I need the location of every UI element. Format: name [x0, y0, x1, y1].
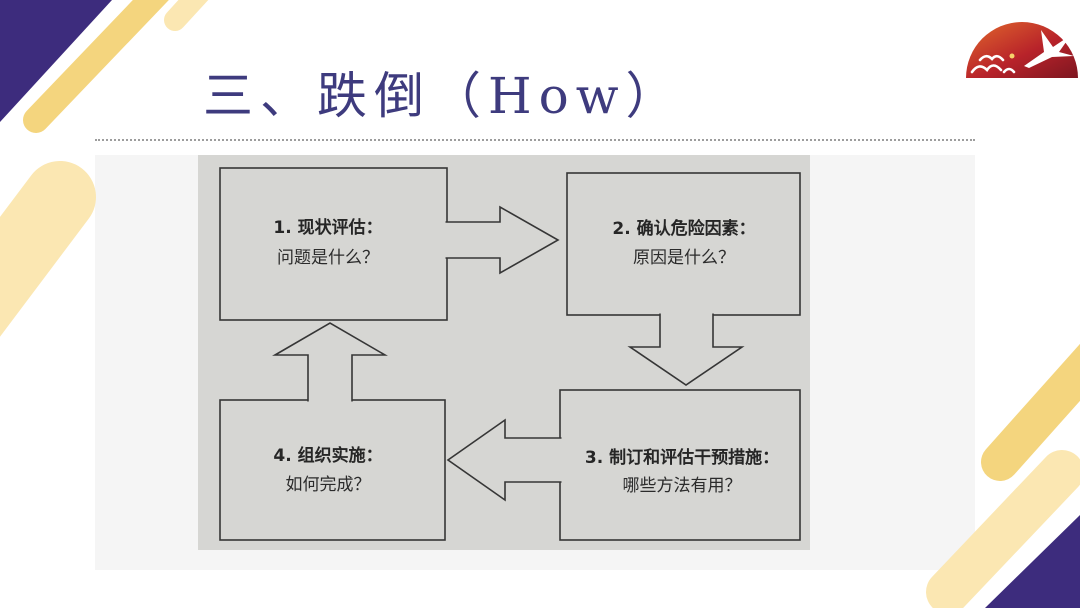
step-1-question: 问题是什么？ — [277, 248, 379, 268]
step-3-question: 哪些方法有用？ — [623, 476, 742, 496]
step-box-1 — [220, 168, 447, 320]
step-3-title: 3. 制订和评估干预措施： — [585, 447, 779, 468]
step-1-title: 1. 现状评估： — [273, 217, 382, 238]
step-box-4 — [220, 400, 445, 540]
step-4-question: 如何完成？ — [286, 475, 371, 495]
step-2-title: 2. 确认危险因素： — [612, 218, 755, 239]
page-title: 三、跌倒（How） — [203, 66, 683, 126]
right-arrow-icon — [446, 207, 559, 273]
left-arrow-icon — [448, 420, 562, 500]
corner-pale-blob-left — [0, 197, 60, 330]
crane-logo — [966, 22, 1078, 78]
dotted-divider — [95, 139, 975, 141]
diagram-photo: 1. 现状评估： 问题是什么？ 2. 确认危险因素： 原因是什么？ 3. 制订和… — [198, 155, 810, 550]
step-4-title: 4. 组织实施： — [273, 445, 382, 466]
step-2-question: 原因是什么？ — [633, 248, 735, 268]
corner-yellow-stripe-bottom-right — [1000, 350, 1080, 462]
corner-pale-stripe-top-left — [175, 0, 230, 20]
logo-dot — [1010, 54, 1015, 59]
down-arrow-icon — [630, 314, 742, 386]
up-arrow-icon — [275, 323, 385, 402]
logo-disc — [966, 22, 1078, 78]
step-box-2 — [567, 173, 800, 315]
fall-prevention-cycle-diagram: 1. 现状评估： 问题是什么？ 2. 确认危险因素： 原因是什么？ 3. 制订和… — [198, 155, 810, 550]
